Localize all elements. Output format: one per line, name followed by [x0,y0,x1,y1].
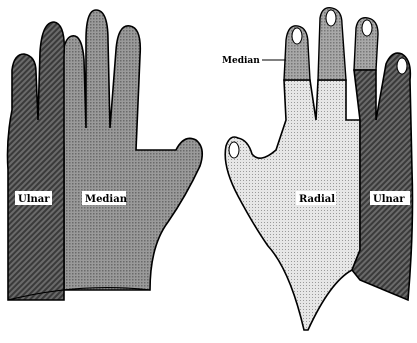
index-nail [292,28,302,44]
little-nail [397,58,407,74]
right-median-label: Median [222,56,260,66]
left-median-label: Median [85,194,128,205]
left-hand: Ulnar Median [8,10,203,300]
ring-nail [362,20,372,36]
right-radial-label: Radial [299,194,335,205]
right-hand: Median Radial Ulnar [222,8,413,330]
left-hand-median-region [62,10,202,290]
middle-nail [326,10,336,26]
left-hand-ulnar-region [8,22,65,300]
left-ulnar-label: Ulnar [18,194,50,205]
right-ulnar-label: Ulnar [373,194,405,205]
right-hand-radial-region [225,80,360,330]
thumb-nail [229,142,239,158]
right-hand-ulnar-region [352,53,413,300]
